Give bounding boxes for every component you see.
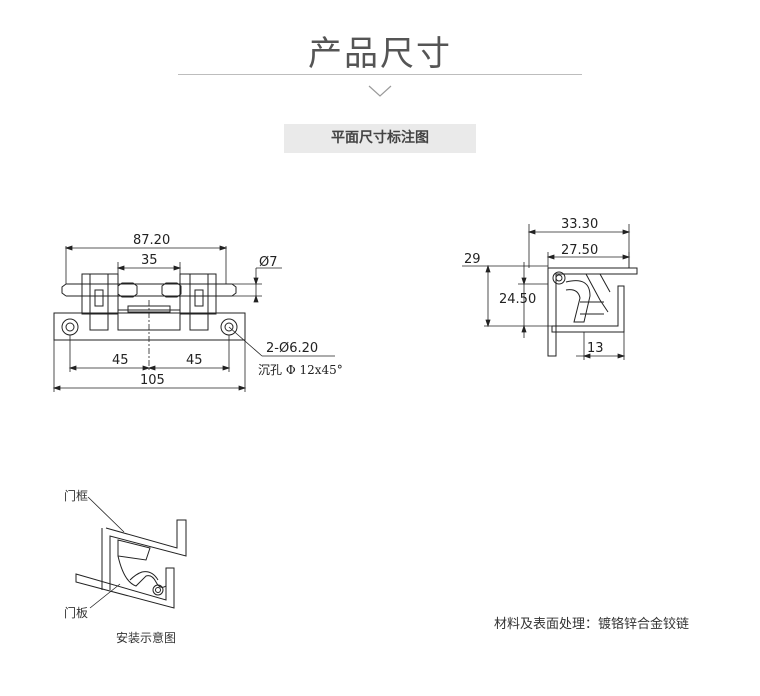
- door-frame-label: 门框: [64, 489, 89, 503]
- dim-width-inner: 27.50: [561, 243, 598, 258]
- chevron-down-icon: [368, 85, 392, 97]
- countersink-label: 沉孔 Φ 12x45°: [258, 363, 343, 377]
- front-view-hinge: [53, 273, 246, 341]
- section-heading: 平面尺寸标注图: [284, 124, 476, 153]
- title-divider: [178, 74, 582, 75]
- side-view-dimensions: [462, 224, 631, 360]
- dimension-labels: 87.20 35 Ø7 45 45 105 2-Ø6.20 沉孔 Φ 12x45…: [112, 217, 604, 388]
- dim-total: 105: [140, 373, 165, 388]
- page-title: 产品尺寸: [308, 34, 452, 74]
- mount-hole-left: [61, 318, 79, 336]
- dim-width-outer: 33.30: [561, 217, 598, 232]
- dim-right-half: 45: [186, 353, 203, 368]
- dim-bottom: 13: [587, 341, 604, 356]
- dim-overall-top: 87.20: [133, 233, 170, 248]
- dim-pin-diameter: Ø7: [259, 255, 278, 270]
- install-diagram: [75, 496, 187, 609]
- front-view-dimensions: [52, 245, 335, 392]
- material-note: 材料及表面处理：镀铬锌合金铰链: [494, 617, 690, 632]
- door-panel-label: 门板: [64, 606, 89, 620]
- dim-inner: 35: [141, 253, 158, 268]
- hole-label: 2-Ø6.20: [266, 341, 318, 356]
- install-caption: 安装示意图: [116, 631, 177, 645]
- base-plate: [53, 312, 246, 341]
- mount-hole-left-inner: [65, 322, 75, 332]
- dim-left-half: 45: [112, 353, 129, 368]
- dim-height-outer: 29: [464, 252, 481, 267]
- dim-height-inner: 24.50: [499, 292, 536, 307]
- mount-hole-right-inner: [224, 322, 234, 332]
